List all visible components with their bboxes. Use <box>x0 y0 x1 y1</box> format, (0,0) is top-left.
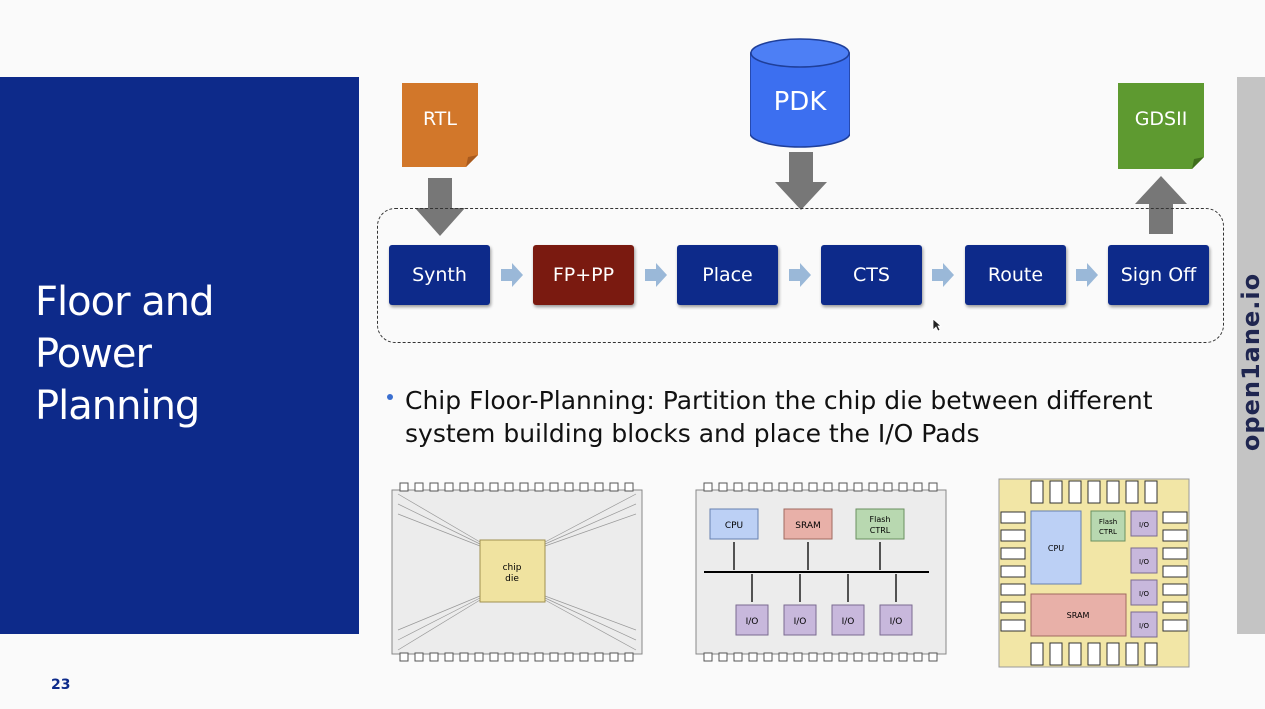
bullet-line-1: Chip Floor-Planning: Partition the chip … <box>405 386 1153 415</box>
svg-text:I/O: I/O <box>1139 590 1149 598</box>
svg-text:I/O: I/O <box>794 617 807 627</box>
bullet-line-2: system building blocks and place the I/O… <box>405 419 980 448</box>
svg-text:CTRL: CTRL <box>1099 528 1117 536</box>
svg-text:I/O: I/O <box>1139 558 1149 566</box>
gdsii-document-icon <box>1118 83 1204 169</box>
pdk-database-icon <box>750 38 850 148</box>
rtl-input-arrow-icon <box>415 178 465 236</box>
title-line-2: Power <box>35 331 152 377</box>
flow-arrow-icon <box>645 263 667 287</box>
svg-text:CTRL: CTRL <box>870 526 891 535</box>
flow-arrow-icon <box>1076 263 1098 287</box>
die-label-line-1: chip <box>503 563 522 573</box>
svg-text:I/O: I/O <box>1139 521 1149 529</box>
flow-container <box>377 208 1224 343</box>
bullet-icon <box>387 394 393 400</box>
svg-text:CPU: CPU <box>1048 544 1064 553</box>
stage-sign-off: Sign Off <box>1108 245 1209 305</box>
floorplan-layout-figure: CPU SRAM Flash CTRL I/O I/O I/O I/O <box>998 478 1190 668</box>
svg-text:Flash: Flash <box>870 515 891 524</box>
flow-arrow-icon <box>932 263 954 287</box>
svg-text:SRAM: SRAM <box>795 521 821 531</box>
die-label-line-2: die <box>505 574 519 584</box>
rtl-document-icon <box>402 83 478 167</box>
svg-text:I/O: I/O <box>890 617 903 627</box>
stage-cts: CTS <box>821 245 922 305</box>
svg-text:I/O: I/O <box>842 617 855 627</box>
svg-text:CPU: CPU <box>725 521 743 531</box>
svg-text:SRAM: SRAM <box>1067 611 1090 620</box>
svg-text:I/O: I/O <box>746 617 759 627</box>
svg-text:Flash: Flash <box>1099 518 1117 526</box>
pdk-input-arrow-icon <box>775 152 827 210</box>
pdk-label: PDK <box>773 87 827 117</box>
stage-fp-pp: FP+PP <box>533 245 634 305</box>
mouse-cursor-icon <box>932 318 942 332</box>
gdsii-label: GDSII <box>1134 108 1188 130</box>
title-line-1: Floor and <box>35 279 214 325</box>
bullet-text: Chip Floor-Planning: Partition the chip … <box>388 384 1225 450</box>
rtl-label: RTL <box>422 108 457 130</box>
svg-text:I/O: I/O <box>1139 622 1149 630</box>
chip-die-figure: chip die <box>391 482 643 662</box>
bus-architecture-figure: CPU SRAM Flash CTRL I/O I/O I/O I/O <box>695 482 947 662</box>
title-line-3: Planning <box>35 383 200 429</box>
brand-text: open1ane.io <box>1237 272 1265 452</box>
flow-arrow-icon <box>501 263 523 287</box>
stage-place: Place <box>677 245 778 305</box>
slide-title: Floor and Power Planning <box>35 276 335 432</box>
flow-arrow-icon <box>789 263 811 287</box>
slide-number: 23 <box>51 677 71 693</box>
gdsii-output-arrow-icon <box>1135 176 1187 234</box>
title-panel <box>0 77 359 634</box>
stage-synth: Synth <box>389 245 490 305</box>
stage-route: Route <box>965 245 1066 305</box>
brand-bar <box>1237 77 1265 634</box>
